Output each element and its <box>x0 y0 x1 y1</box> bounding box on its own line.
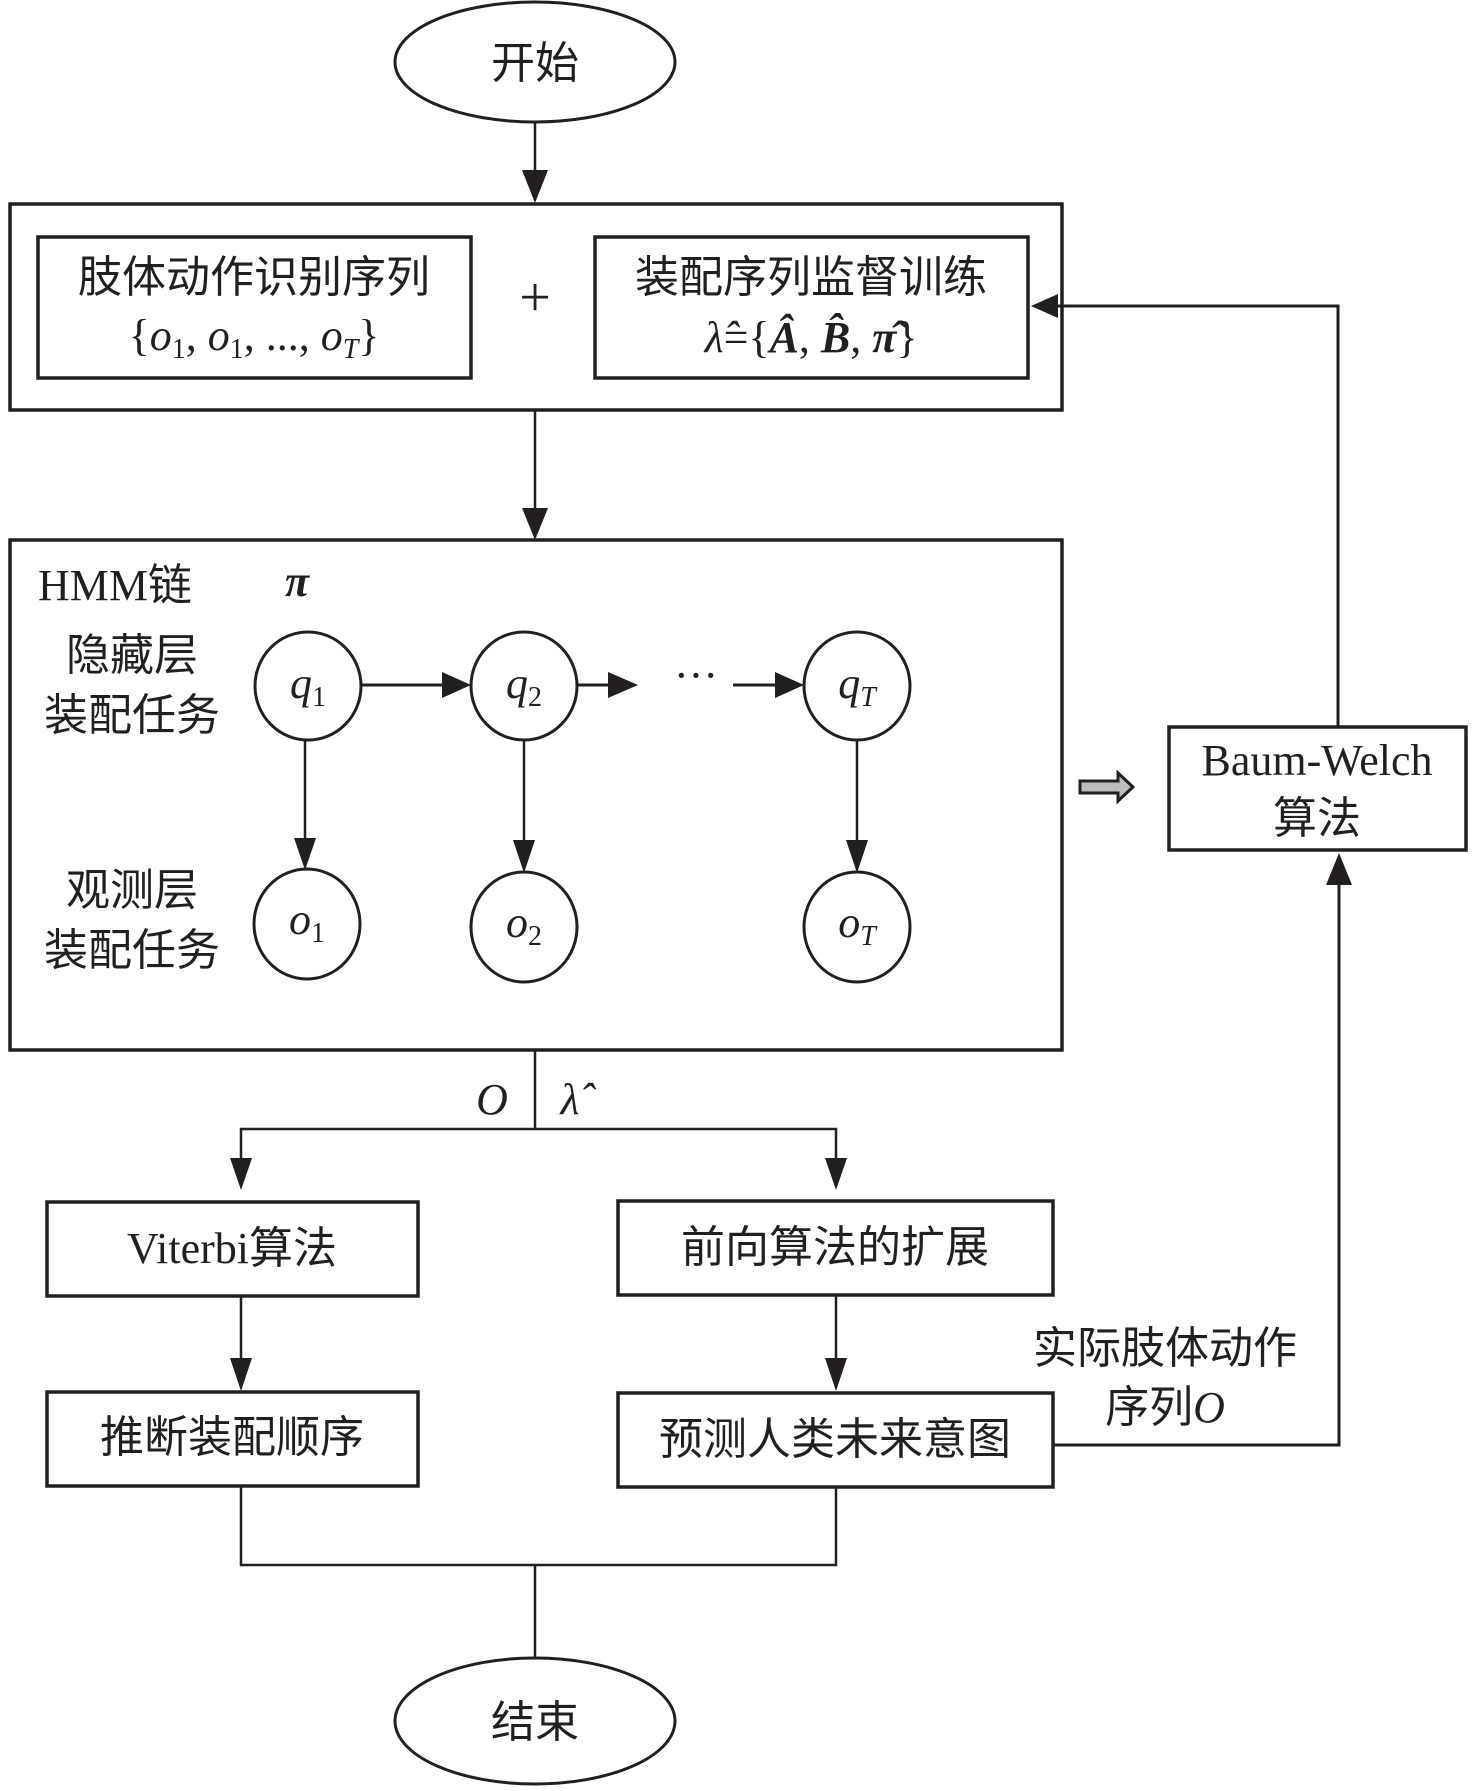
hidden-layer-label-2: 装配任务 <box>44 690 220 741</box>
observed-node-o2: o2 <box>469 870 579 984</box>
emission-qT-oT <box>846 740 868 873</box>
recognized-sequence-title: 肢体动作识别序列 <box>78 252 430 303</box>
viterbi-box: Viterbi算法 <box>45 1200 420 1298</box>
hmm-chain-title: HMM链 <box>38 561 192 610</box>
hidden-layer-label-1: 隐藏层 <box>66 630 198 681</box>
observed-node-o1: o1 <box>252 867 362 981</box>
observation-label-O: O <box>476 1075 508 1124</box>
transition-q1-q2 <box>361 672 471 698</box>
emission-q2-o2 <box>513 740 535 873</box>
hidden-node-q2: q2 <box>469 630 579 742</box>
arrow-viterbi-to-infer <box>230 1296 252 1391</box>
arrow-baum-welch-to-training <box>1031 294 1340 727</box>
end-label: 结束 <box>491 1697 579 1748</box>
baum-welch-subtitle: 算法 <box>1273 793 1361 844</box>
infer-order-label: 推断装配顺序 <box>100 1412 364 1463</box>
baum-welch-title: Baum-Welch <box>1201 736 1432 785</box>
supervised-training-box: 装配序列监督训练 λ̂={Â, B̂, π̂} <box>593 235 1030 380</box>
transition-ellipsis-qT <box>733 672 804 698</box>
model-parameters-formula: λ̂={Â, B̂, π̂} <box>703 313 918 362</box>
svg-text:o2: o2 <box>506 898 542 952</box>
start-label: 开始 <box>491 38 579 89</box>
split-connector <box>230 1050 847 1190</box>
svg-text:q2: q2 <box>506 659 542 713</box>
predict-intention-box: 预测人类未来意图 <box>616 1391 1055 1489</box>
start-node: 开始 <box>393 0 677 124</box>
baum-welch-box: Baum-Welch 算法 <box>1167 725 1468 852</box>
infer-order-box: 推断装配顺序 <box>45 1390 420 1488</box>
feedback-label-line1: 实际肢体动作 <box>1033 1323 1297 1374</box>
arrow-input-to-hmm <box>522 410 548 540</box>
hidden-node-q1: q1 <box>253 630 363 742</box>
svg-text:oT: oT <box>838 898 878 952</box>
forward-algorithm-box: 前向算法的扩展 <box>616 1199 1055 1297</box>
hidden-node-qT: qT <box>802 630 912 742</box>
arrow-forward-to-predict <box>825 1295 847 1391</box>
observation-sequence-formula: {o1, o1, ..., oT} <box>129 311 380 365</box>
end-node: 结束 <box>393 1656 677 1786</box>
observed-layer-label-1: 观测层 <box>66 865 198 916</box>
feedback-label-line2: 序列O <box>1105 1382 1225 1433</box>
recognized-sequence-box: 肢体动作识别序列 {o1, o1, ..., oT} <box>36 235 473 380</box>
transition-q2-ellipsis <box>577 672 638 698</box>
viterbi-label: Viterbi算法 <box>127 1224 337 1273</box>
svg-text:o1: o1 <box>289 895 325 949</box>
supervised-training-title: 装配序列监督训练 <box>635 252 987 303</box>
svg-text:q1: q1 <box>290 659 326 713</box>
svg-text:qT: qT <box>838 659 878 713</box>
observed-node-oT: oT <box>802 870 912 984</box>
parameter-label-lambda: λ̂ <box>558 1075 596 1124</box>
ellipsis: ··· <box>674 651 718 700</box>
observed-layer-label-2: 装配任务 <box>44 925 220 976</box>
plus-sign: + <box>519 267 551 329</box>
arrow-predict-to-baum-welch <box>1053 853 1352 1447</box>
predict-intention-label: 预测人类未来意图 <box>659 1414 1011 1465</box>
arrow-start-to-input <box>522 122 548 203</box>
forward-algorithm-label: 前向算法的扩展 <box>681 1222 989 1273</box>
implies-arrow-icon <box>1078 769 1136 805</box>
initial-distribution-pi: π <box>285 557 310 606</box>
emission-q1-o1 <box>294 740 316 870</box>
